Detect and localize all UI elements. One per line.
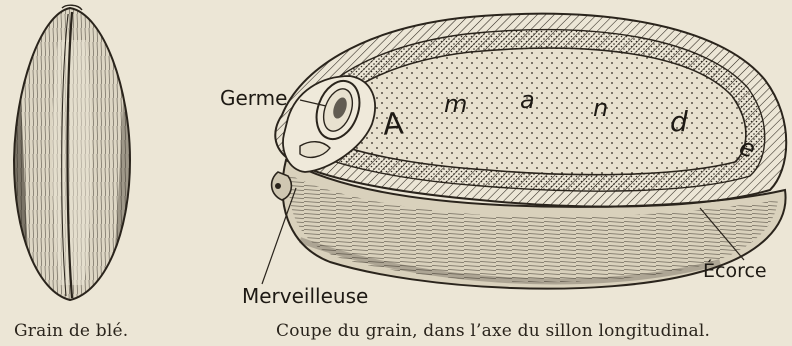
grain-cross-section [272,14,787,289]
endosperm-letter-m: m [444,92,467,116]
endosperm-letter-a2: a [520,88,535,112]
germ-label: Germe [220,88,287,108]
endosperm-letter-a: A [382,109,405,140]
crease-label: Merveilleuse [242,286,368,306]
left-caption: Grain de blé. [14,323,128,340]
right-caption: Coupe du grain, dans l’axe du sillon lon… [276,323,710,340]
endosperm-letter-n: n [593,96,608,120]
crease-leader-line [262,188,296,284]
endosperm-letter-d: d [670,108,688,136]
whole-grain-drawing [10,0,140,310]
bran-label: Écorce [703,262,767,281]
